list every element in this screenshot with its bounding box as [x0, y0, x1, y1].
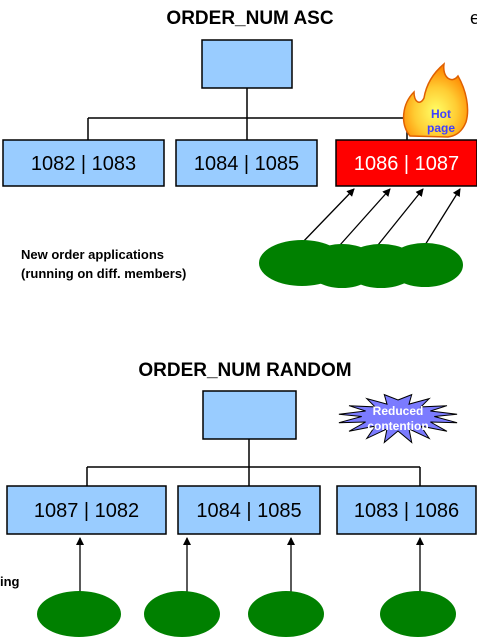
leaf-page-3-label: 1086 | 1087	[354, 153, 459, 175]
app-ellipses-top	[259, 240, 463, 288]
app-ellipse	[380, 591, 456, 637]
leaf-page-b1	[6, 485, 167, 535]
leaf-page-b2	[177, 485, 321, 535]
app-ellipse	[37, 591, 121, 637]
leaf-page-b1-label: 1087 | 1082	[34, 500, 139, 522]
app-ellipses-bottom	[37, 591, 456, 637]
cropped-edge-text-bottom: ing	[0, 574, 20, 589]
title-order-num-asc: ORDER_NUM ASC	[166, 8, 333, 29]
arrows-bottom	[76, 537, 424, 594]
title-order-num-random: ORDER_NUM RANDOM	[138, 360, 351, 381]
leaf-page-b2-label: 1084 | 1085	[196, 500, 301, 522]
hot-badge-line1: Hot	[431, 107, 451, 121]
app-ellipse	[387, 243, 463, 287]
arrows-to-hot-page	[299, 188, 461, 246]
starburst-line2: contention	[367, 419, 428, 433]
leaf-page-b3	[336, 485, 477, 535]
app-ellipse	[144, 591, 220, 637]
hot-badge-line2: page	[427, 121, 455, 135]
root-page-bottom	[202, 390, 297, 440]
tree-connectors-bottom	[86, 439, 421, 486]
cropped-edge-text-top: e	[470, 8, 477, 28]
leaf-page-2	[175, 139, 318, 187]
apps-note-line2: (running on diff. members)	[21, 266, 186, 281]
leaf-page-1-label: 1082 | 1083	[31, 153, 136, 175]
root-page-top	[201, 39, 293, 89]
starburst-icon	[338, 393, 458, 444]
starburst-line1: Reduced	[373, 404, 424, 418]
leaf-page-3-hot	[335, 139, 477, 187]
leaf-page-b3-label: 1083 | 1086	[354, 500, 459, 522]
leaf-page-1	[2, 139, 165, 187]
app-ellipse	[248, 591, 324, 637]
tree-connectors-top	[87, 88, 408, 140]
leaf-page-2-label: 1084 | 1085	[194, 153, 299, 175]
flame-icon	[402, 62, 469, 138]
apps-note-line1: New order applications	[21, 247, 164, 262]
